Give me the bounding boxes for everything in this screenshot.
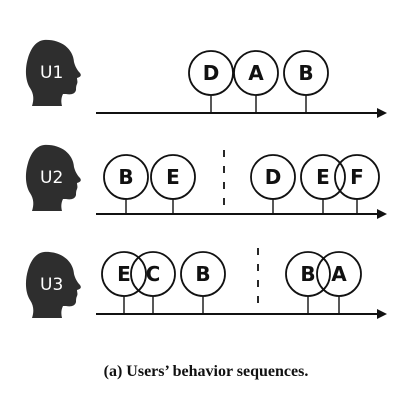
event-label: B	[195, 262, 210, 286]
figure-caption: (a) Users’ behavior sequences.	[103, 363, 309, 380]
event-circle	[250, 154, 296, 200]
event-label: B	[298, 61, 313, 85]
event-circle	[188, 50, 234, 96]
event-label: C	[146, 262, 161, 286]
event-label: F	[350, 165, 364, 189]
user-label: U1	[40, 63, 63, 83]
event-label: D	[265, 165, 282, 189]
event-circle	[103, 154, 149, 200]
event-circle	[316, 251, 362, 297]
user-label: U3	[40, 275, 63, 295]
event-circle	[180, 251, 226, 297]
event-label: B	[118, 165, 133, 189]
event-circle	[130, 251, 176, 297]
event-label: A	[248, 61, 264, 85]
event-label: E	[166, 165, 180, 189]
event-circle	[285, 251, 331, 297]
event-circle	[150, 154, 196, 200]
event-circle	[101, 251, 147, 297]
event-circle	[233, 50, 279, 96]
event-label: A	[331, 262, 347, 286]
event-circle	[334, 154, 380, 200]
user-label: U2	[40, 168, 63, 188]
event-circle	[283, 50, 329, 96]
event-label: D	[203, 61, 220, 85]
event-circle	[300, 154, 346, 200]
user-row-u3: U3 E C B B A	[25, 248, 387, 319]
event-label: E	[316, 165, 330, 189]
user-row-u2: U2 B E D E F	[25, 144, 387, 219]
event-label: E	[117, 262, 131, 286]
user-row-u1: U1 D A B	[25, 39, 387, 118]
event-label: B	[300, 262, 315, 286]
